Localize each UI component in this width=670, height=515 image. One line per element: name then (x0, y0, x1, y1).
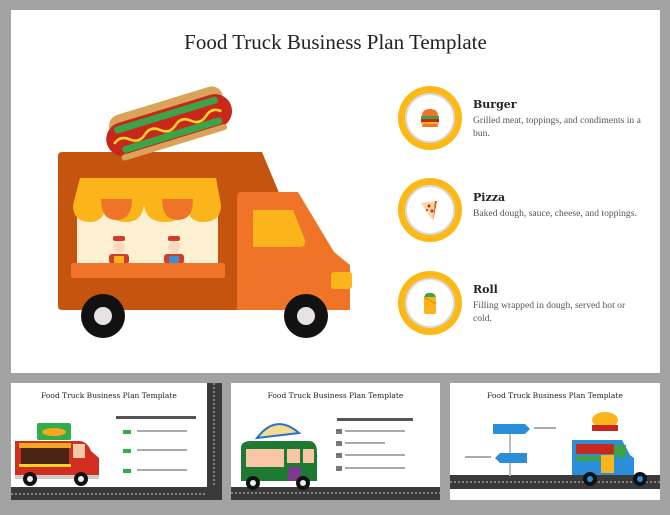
burger-icon (421, 109, 439, 127)
green-truck-thumbnail-art (231, 418, 440, 500)
pizza-icon (421, 201, 437, 221)
hotdog-truck-illustration (58, 86, 352, 338)
thumbnail-slide-2[interactable]: Food Truck Business Plan Template (231, 383, 440, 500)
main-slide-preview[interactable]: Food Truck Business Plan Template (11, 10, 660, 373)
item-title: Pizza (473, 191, 506, 204)
slide-title: Food Truck Business Plan Template (184, 30, 487, 54)
item-title: Roll (473, 283, 498, 296)
thumbnail-slide-1[interactable]: Food Truck Business Plan Template (11, 383, 222, 500)
thumbnail-title: Food Truck Business Plan Template (267, 391, 404, 400)
item-description: Baked dough, sauce, cheese, and toppings… (473, 208, 637, 219)
worker-figure (109, 236, 129, 264)
thumbnail-title: Food Truck Business Plan Template (41, 391, 177, 400)
item-title: Burger (473, 98, 517, 111)
menu-item-pizza: Pizza Baked dough, sauce, cheese, and to… (473, 191, 643, 220)
roll-icon-ring (398, 271, 462, 335)
thumbnail-title: Food Truck Business Plan Template (487, 391, 623, 400)
roll-icon (423, 292, 437, 314)
red-truck-thumbnail-art (11, 383, 222, 500)
pizza-icon-ring (398, 178, 462, 242)
burger-icon-ring (398, 86, 462, 150)
item-description: Filling wrapped in dough, served hot or … (473, 300, 626, 324)
menu-item-burger: Burger Grilled meat, toppings, and condi… (473, 98, 643, 140)
thumbnail-slide-3[interactable]: Food Truck Business Plan Template (450, 383, 660, 500)
blue-truck-thumbnail-art (450, 412, 660, 489)
item-description: Grilled meat, toppings, and condiments i… (473, 115, 641, 139)
worker-figure (164, 236, 184, 264)
menu-item-roll: Roll Filling wrapped in dough, served ho… (473, 283, 643, 325)
